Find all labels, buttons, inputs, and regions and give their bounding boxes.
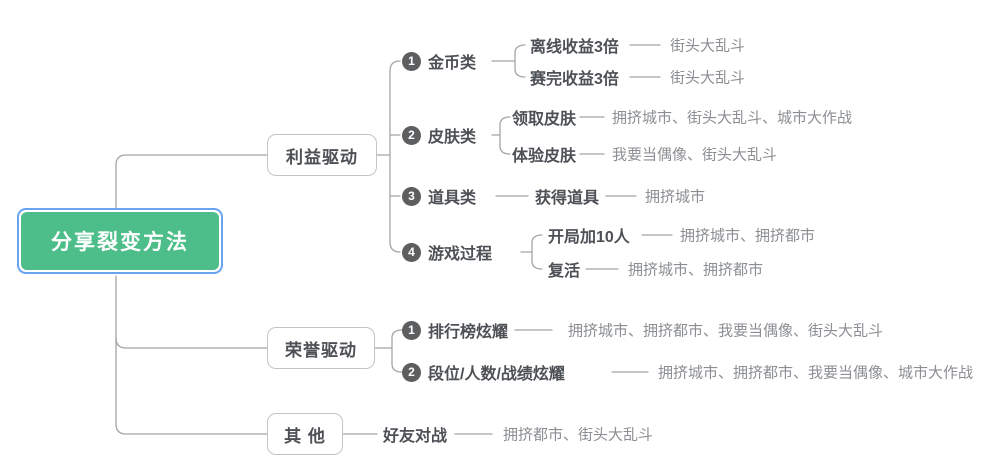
root-node-selection: 分享裂变方法 — [17, 208, 223, 274]
games-get-item[interactable]: 拥挤城市 — [645, 188, 706, 206]
connector-process-children — [520, 234, 543, 270]
games-try-skin[interactable]: 我要当偶像、街头大乱斗 — [612, 146, 778, 164]
root-node[interactable]: 分享裂变方法 — [21, 212, 219, 270]
games-start-plus10[interactable]: 拥挤城市、拥挤都市 — [680, 227, 816, 245]
node-skin[interactable]: 2 皮肤类 — [402, 123, 476, 147]
games-friend-battle[interactable]: 拥挤都市、街头大乱斗 — [503, 426, 654, 444]
connector-root-benefit — [115, 154, 268, 211]
badge-4-icon: 4 — [402, 242, 421, 262]
node-item[interactable]: 3 道具类 — [402, 184, 476, 208]
connector-honor-children — [372, 329, 649, 373]
node-friend-battle[interactable]: 好友对战 — [383, 428, 448, 445]
node-claim-skin[interactable]: 领取皮肤 — [512, 111, 577, 128]
games-revive[interactable]: 拥挤城市、拥挤都市 — [628, 261, 764, 279]
node-item-label: 道具类 — [428, 190, 477, 207]
node-ranking-showoff[interactable]: 1 排行榜炫耀 — [402, 318, 508, 342]
node-rank-showoff[interactable]: 2 段位/人数/战绩炫耀 — [402, 360, 565, 384]
games-offline-income[interactable]: 街头大乱斗 — [670, 37, 746, 55]
games-match-income[interactable]: 街头大乱斗 — [670, 69, 746, 87]
node-process-label: 游戏过程 — [428, 246, 493, 263]
node-coin-label: 金币类 — [428, 55, 477, 72]
connector-root-honor — [115, 337, 268, 349]
connector-leaf-dashes — [579, 44, 673, 270]
badge-1-icon: 1 — [402, 320, 421, 340]
connector-benefit-children — [376, 60, 401, 253]
games-rank-showoff[interactable]: 拥挤城市、拥挤都市、我要当偶像、城市大作战 — [658, 364, 974, 382]
node-skin-label: 皮肤类 — [428, 129, 477, 146]
node-get-item[interactable]: 获得道具 — [535, 190, 600, 207]
node-try-skin[interactable]: 体验皮肤 — [512, 148, 577, 165]
node-rank-showoff-label: 段位/人数/战绩炫耀 — [428, 366, 565, 383]
node-process[interactable]: 4 游戏过程 — [402, 240, 492, 264]
node-match-income[interactable]: 赛完收益3倍 — [530, 71, 619, 88]
node-offline-income[interactable]: 离线收益3倍 — [530, 39, 619, 56]
connector-coin-children — [491, 44, 526, 78]
branch-honor-node[interactable]: 荣誉驱动 — [267, 327, 375, 369]
node-start-plus10[interactable]: 开局加10人 — [548, 229, 630, 246]
node-revive[interactable]: 复活 — [548, 263, 581, 280]
badge-1-icon: 1 — [402, 51, 421, 71]
node-ranking-showoff-label: 排行榜炫耀 — [428, 324, 509, 341]
badge-2-icon: 2 — [402, 125, 421, 145]
connector-skin-children — [491, 116, 511, 155]
branch-other-node[interactable]: 其 他 — [267, 413, 343, 455]
node-coin[interactable]: 1 金币类 — [402, 49, 476, 73]
badge-2-icon: 2 — [402, 362, 421, 382]
connector-root-other — [115, 275, 268, 435]
games-ranking-showoff[interactable]: 拥挤城市、拥挤都市、我要当偶像、街头大乱斗 — [568, 322, 884, 340]
games-claim-skin[interactable]: 拥挤城市、街头大乱斗、城市大作战 — [612, 109, 853, 127]
badge-3-icon: 3 — [402, 186, 421, 206]
branch-benefit-node[interactable]: 利益驱动 — [267, 134, 377, 176]
